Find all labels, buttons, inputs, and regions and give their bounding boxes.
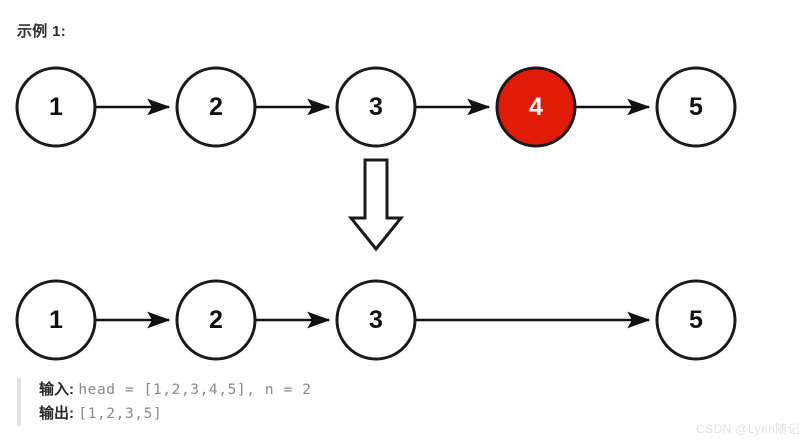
list-node-output-5[interactable]: 5 [655, 279, 737, 361]
list-node-label: 4 [529, 93, 543, 121]
output-linked-list: 1 2 3 5 [15, 279, 737, 361]
list-node-input-5[interactable]: 5 [655, 66, 737, 148]
list-node-label: 2 [209, 306, 223, 334]
list-node-input-2[interactable]: 2 [175, 66, 257, 148]
output-value: [1,2,3,5] [78, 406, 163, 422]
list-node-label: 5 [689, 93, 703, 121]
list-node-output-1[interactable]: 1 [15, 279, 97, 361]
input-linked-list: 1 2 3 4 5 [15, 66, 737, 148]
list-node-input-3[interactable]: 3 [335, 66, 417, 148]
watermark: CSDN @Lynn随记 [696, 422, 800, 436]
input-line: 输入: head = [1,2,3,4,5], n = 2 [39, 378, 717, 402]
list-node-label: 3 [369, 306, 383, 334]
down-block-arrow [347, 158, 405, 252]
list-node-output-2[interactable]: 2 [175, 279, 257, 361]
list-node-label: 5 [689, 306, 703, 334]
list-node-input-4-highlighted[interactable]: 4 [495, 66, 577, 148]
list-node-input-1[interactable]: 1 [15, 66, 97, 148]
io-block: 输入: head = [1,2,3,4,5], n = 2 输出: [1,2,3… [17, 378, 717, 426]
input-value: head = [1,2,3,4,5], n = 2 [78, 382, 312, 398]
page-title: 示例 1: [17, 23, 67, 40]
input-label: 输入: [39, 381, 74, 398]
output-label: 输出: [39, 405, 74, 422]
list-node-output-3[interactable]: 3 [335, 279, 417, 361]
list-node-label: 1 [49, 306, 63, 334]
list-node-label: 3 [369, 93, 383, 121]
list-node-label: 2 [209, 93, 223, 121]
output-line: 输出: [1,2,3,5] [39, 402, 717, 426]
list-node-label: 1 [49, 93, 63, 121]
